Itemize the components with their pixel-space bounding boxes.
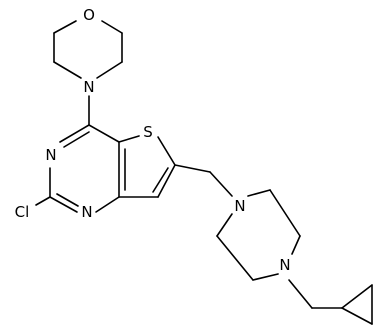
bond — [118, 135, 140, 143]
bond — [35, 196, 51, 206]
bond — [56, 193, 79, 207]
bond — [247, 189, 271, 197]
piperazine-nitrogen-1-label: N — [234, 197, 245, 215]
bond — [269, 189, 301, 237]
bond — [341, 284, 373, 309]
bond — [288, 279, 313, 309]
bond — [209, 171, 233, 197]
bond — [216, 235, 254, 281]
bond — [157, 136, 176, 166]
morpholine-nitrogen-label: N — [83, 78, 94, 96]
bond — [252, 273, 279, 281]
bond — [216, 213, 233, 237]
bonds — [35, 20, 373, 325]
bond — [88, 124, 120, 143]
bond — [49, 196, 78, 213]
bond — [53, 61, 82, 79]
bond — [174, 164, 211, 173]
bond — [95, 196, 120, 213]
bond — [53, 20, 77, 34]
bond — [63, 131, 90, 148]
morpholine-oxygen-label: O — [83, 6, 95, 24]
bond — [96, 61, 123, 79]
pyrimidine-nitrogen-3-label: N — [81, 203, 92, 221]
piperazine-nitrogen-4-label: N — [279, 256, 290, 274]
bond — [291, 235, 301, 255]
chlorine-label: Cl — [15, 203, 30, 221]
thiophene-sulfur-label: S — [143, 123, 153, 141]
bond — [341, 307, 373, 325]
atom-labels: O N S N N Cl N N — [15, 6, 291, 274]
pyrimidine-nitrogen-1-label: N — [45, 146, 56, 164]
bond — [157, 164, 176, 198]
bond — [59, 124, 90, 143]
bond — [152, 167, 169, 193]
bond — [101, 20, 123, 34]
